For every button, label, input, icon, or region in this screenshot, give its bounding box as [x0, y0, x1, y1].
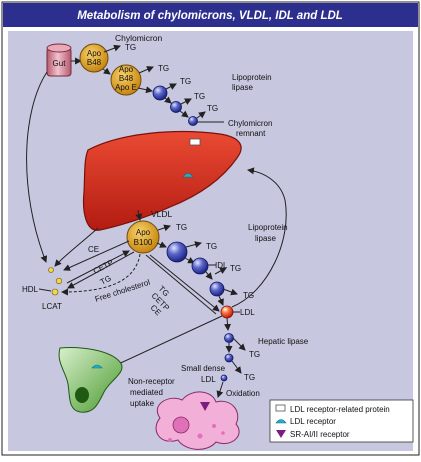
oxidized-cell-nucleus-icon [172, 416, 190, 434]
hdl-label: HDL [22, 285, 39, 294]
oxidized-cell-icon [155, 391, 240, 450]
ce-label: CE [88, 245, 99, 254]
vldl-particle [126, 220, 160, 254]
hdl-particle [48, 267, 54, 273]
idl-label: IDL [215, 261, 228, 270]
tg-label: TG [176, 223, 187, 232]
small-ldl-particle-1 [224, 333, 234, 343]
legend: LDL receptor-related protein LDL recepto… [269, 399, 414, 443]
tg-label: TG [158, 64, 169, 73]
small-ldl-particle-2 [224, 353, 234, 363]
chylomicron-apoe-particle [110, 64, 142, 96]
gut-icon [46, 43, 72, 77]
hdl-particle [51, 288, 59, 296]
idl-particle [191, 257, 209, 275]
legend-label-sr-receptor: SR-AI/II receptor [290, 430, 350, 439]
ldl-receptor-icon [182, 173, 194, 178]
lipoprotein-lipase-2-line1: Lipoprotein [248, 223, 288, 232]
apo-b100-line1: Apo [136, 228, 151, 237]
lcat-label: LCAT [42, 302, 62, 311]
tg-label: TG [125, 43, 136, 52]
gut-label: Gut [53, 59, 67, 68]
lipoprotein-lipase-2-line2: lipase [255, 234, 276, 243]
vldl-label: VLDL [151, 209, 173, 219]
liver-icon [82, 130, 242, 231]
ldl-label: LDL [240, 308, 255, 317]
title-bar [3, 3, 418, 27]
non-receptor-line1: Non-receptor [128, 377, 175, 386]
small-dense-ldl-particle [220, 374, 228, 382]
non-receptor-line3: uptake [130, 399, 155, 408]
macrophage-icon [58, 347, 123, 413]
tg-label: TG [180, 77, 191, 86]
tg-label: TG [243, 291, 254, 300]
legend-label-lrp: LDL receptor-related protein [290, 405, 390, 414]
sr-receptor-icon [200, 402, 210, 411]
oxidized-dot-icon [212, 424, 216, 428]
tg-label: TG [207, 104, 218, 113]
apo-b48e-line1: Apo [119, 65, 134, 74]
legend-ldl-receptor-icon [275, 419, 287, 424]
ldl-particle [220, 305, 234, 319]
oxidized-dot-icon [197, 433, 203, 439]
tg-label: TG [249, 350, 260, 359]
remnant-particle-2 [170, 101, 182, 113]
legend-lrp-icon [275, 404, 286, 412]
apo-b48-line2: B48 [87, 58, 102, 67]
tg-label: TG [194, 92, 205, 101]
ldl-receptor-related-protein-icon [189, 138, 201, 146]
macrophage-nucleus-icon [75, 387, 89, 403]
chylomicron-remnant-line1: Chylomicron [228, 119, 272, 128]
apo-b48e-line3: Apo E [115, 83, 137, 92]
non-receptor-line2: mediated [130, 388, 163, 397]
tg-label: TG [230, 264, 241, 273]
chylomicron-remnant-line2: remnant [236, 129, 266, 138]
hdl-particle [55, 277, 63, 285]
apo-b100-line2: B100 [134, 238, 153, 247]
lipoprotein-lipase-1-line1: Lipoprotein [232, 73, 272, 82]
lipoprotein-lipase-1-line2: lipase [232, 83, 253, 92]
hepatic-lipase-label: Hepatic lipase [258, 337, 309, 346]
oxidized-dot-icon [168, 438, 172, 442]
diagram-title: Metabolism of chylomicrons, VLDL, IDL an… [77, 10, 343, 22]
chylomicron-particle [79, 43, 109, 73]
legend-label-ldl-receptor: LDL receptor [290, 417, 336, 426]
tg-label: TG [244, 373, 255, 382]
chylomicron-label: Chylomicron [115, 33, 163, 43]
remnant-particle-1 [152, 85, 168, 101]
oxidized-dot-icon [221, 431, 225, 435]
apo-b48e-line2: B48 [119, 74, 134, 83]
oxidation-label: Oxidation [226, 389, 260, 398]
small-dense-ldl-line2: LDL [201, 375, 216, 384]
small-dense-ldl-line1: Small dense [181, 364, 226, 373]
apo-b48-line1: Apo [87, 49, 102, 58]
vldl-remnant-particle [166, 241, 188, 263]
idl-particle-2 [209, 281, 225, 297]
legend-sr-receptor-icon [276, 430, 286, 438]
tg-label: TG [206, 242, 217, 251]
remnant-particle-3 [188, 116, 198, 126]
legend-box [269, 399, 414, 443]
macrophage-ldl-receptor-icon [91, 364, 103, 369]
